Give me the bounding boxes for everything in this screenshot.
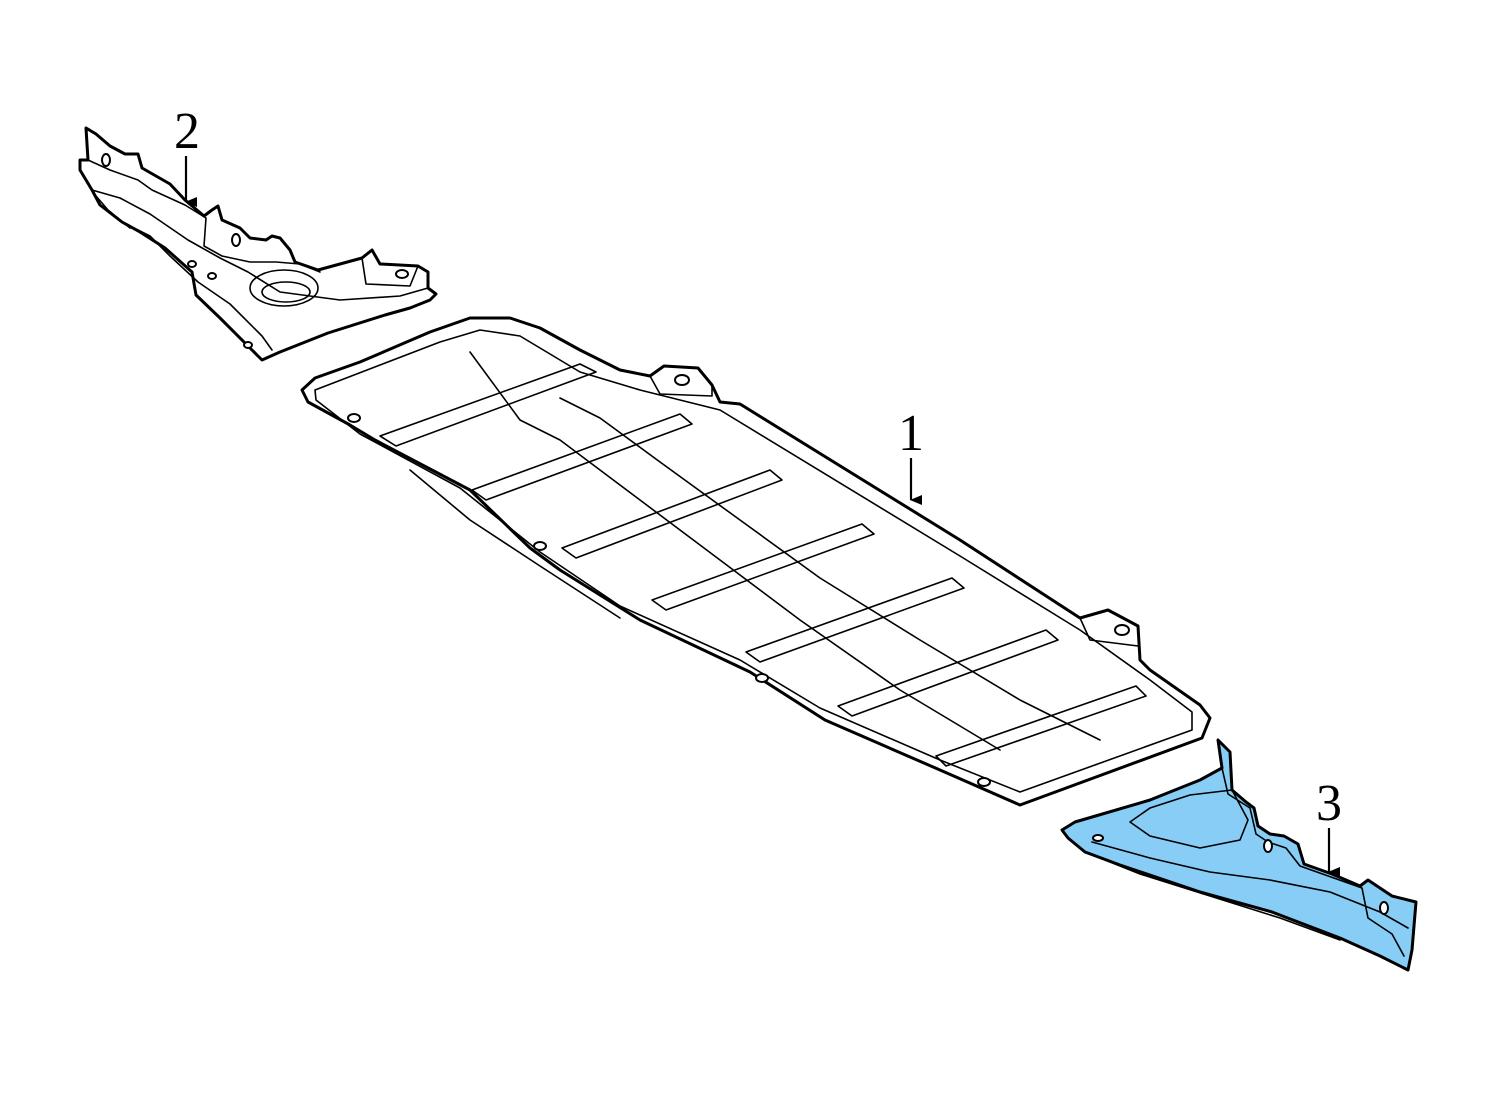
part-3-hole — [1092, 834, 1104, 842]
part-1-rib — [379, 363, 597, 447]
part-2-tab — [361, 257, 419, 287]
callout-3-number: 3 — [1316, 775, 1342, 832]
part-1-tab — [649, 375, 713, 397]
part-1-rib — [837, 629, 1059, 717]
part-2-hole — [101, 153, 111, 167]
part-2-hole — [395, 269, 409, 279]
part-2-rib — [91, 189, 429, 301]
part-1-hole — [347, 413, 361, 423]
part-1-inner-edge — [314, 329, 1193, 793]
part-2-bracket[interactable] — [78, 126, 438, 362]
part-3-inner-basin — [1129, 789, 1249, 849]
part-1-hole — [674, 374, 690, 386]
part-1-channel — [469, 351, 1001, 751]
part-1-rib — [745, 577, 965, 663]
callout-2[interactable]: 2 — [174, 103, 200, 207]
part-1-hole — [755, 673, 769, 683]
part-1-channel — [559, 397, 1101, 741]
part-2-hole — [243, 341, 253, 349]
part-2-edge — [121, 221, 273, 351]
part-1-outline — [300, 316, 1212, 807]
callout-1[interactable]: 1 — [898, 405, 924, 505]
part-1-hole — [977, 777, 991, 787]
part-1-rib — [651, 523, 875, 611]
part-1-rib — [471, 413, 693, 501]
part-1-rib — [561, 469, 783, 559]
part-3-bracket[interactable] — [1060, 738, 1418, 972]
part-1-skid-plate[interactable] — [300, 316, 1212, 807]
part-3-edge — [1084, 851, 1341, 941]
part-1-hole — [533, 541, 547, 551]
part-3-hole — [1379, 901, 1389, 915]
part-2-opening-inner — [261, 281, 311, 303]
part-1-rib — [935, 685, 1147, 767]
part-2-large-opening — [249, 269, 319, 307]
part-2-hole — [207, 272, 217, 280]
callout-1-number: 1 — [898, 405, 924, 462]
part-3-outline — [1060, 738, 1418, 972]
part-2-rim — [95, 195, 131, 229]
callout-2-number: 2 — [174, 103, 200, 160]
part-1-hole — [1114, 624, 1130, 636]
part-2-outline — [78, 126, 438, 362]
part-3-hole — [1263, 839, 1273, 853]
part-2-flange — [87, 159, 321, 273]
part-2-hole — [231, 233, 241, 247]
part-1-tab — [1079, 617, 1139, 647]
callout-3[interactable]: 3 — [1316, 775, 1342, 877]
part-3-flange — [1221, 767, 1405, 957]
part-1-channel — [409, 469, 621, 619]
part-2-hole — [187, 260, 197, 268]
